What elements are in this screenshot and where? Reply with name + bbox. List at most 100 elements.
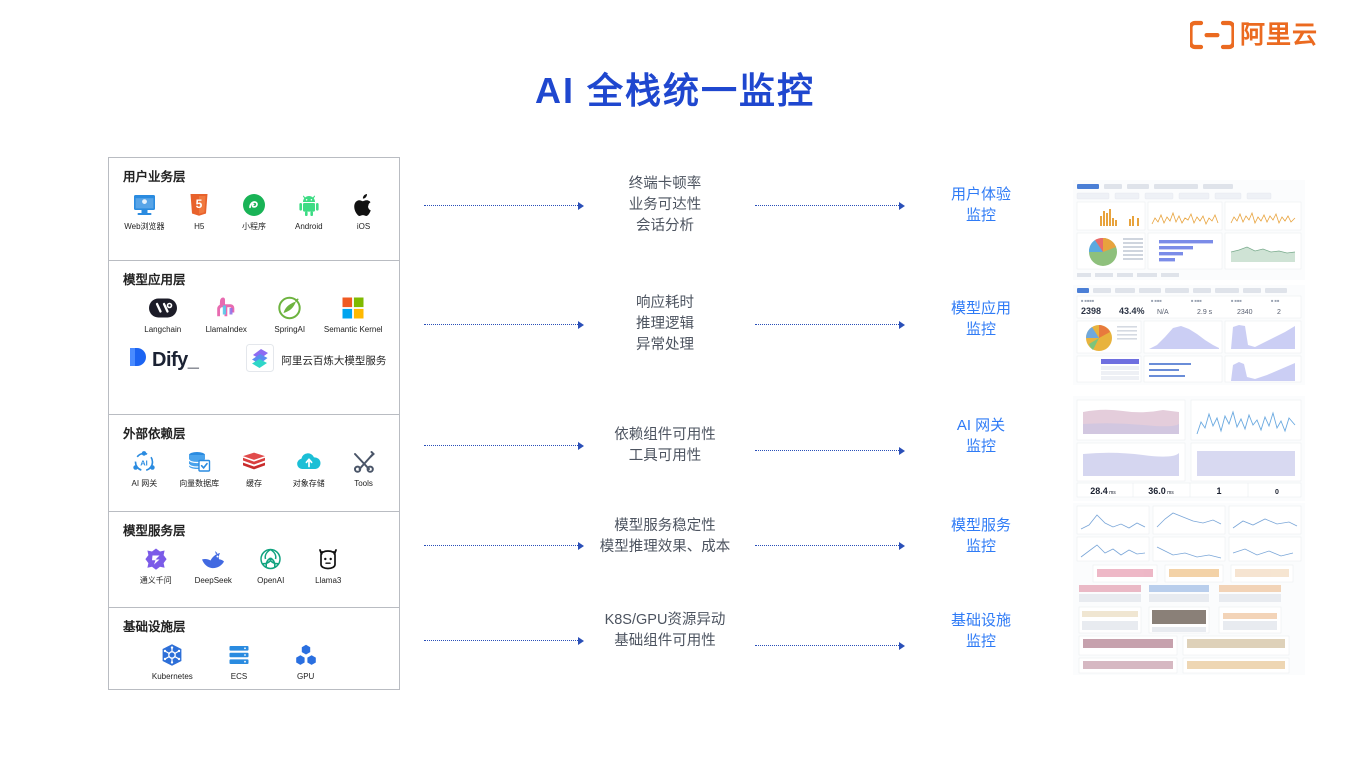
ai-gateway-icon: AI <box>131 448 157 476</box>
monitor-line: 模型服务 <box>950 517 1011 534</box>
arrow-head-icon <box>578 541 584 550</box>
dotted-line <box>424 640 578 641</box>
connector-left-row-4 <box>424 541 584 550</box>
dotted-line <box>424 545 578 546</box>
android-icon <box>298 191 320 219</box>
stack-item-label: 缓存 <box>245 479 262 488</box>
svg-text:■ ■■■: ■ ■■■ <box>1191 298 1202 303</box>
arrow-head-icon <box>899 541 905 550</box>
layer-title: 模型服务层 <box>123 523 186 538</box>
stack-item-llamaindex[interactable]: LlamaIndex <box>195 294 259 335</box>
stack-item-android[interactable]: Android <box>281 191 336 232</box>
stack-item-object-storage[interactable]: 对象存储 <box>281 448 336 489</box>
stack-item-dify[interactable]: Dify_ <box>127 344 199 377</box>
brand-logo-text: 阿里云 <box>1239 20 1318 49</box>
connector-left-row-5 <box>424 636 584 645</box>
layer-title: 模型应用层 <box>123 272 186 287</box>
stack-item-tongyi[interactable]: 通义千问 <box>127 545 185 586</box>
desc-line: 推理逻辑 <box>636 316 694 333</box>
kubernetes-icon <box>160 641 184 669</box>
stack-item-label: AI 网关 <box>131 479 158 488</box>
stack-item-deepseek[interactable]: DeepSeek <box>185 545 243 586</box>
llama-icon <box>316 545 340 573</box>
desc-line: 模型推理效果、成本 <box>599 539 731 556</box>
dashboard-thumbnail-infrastructure[interactable] <box>1073 583 1305 675</box>
svg-text:■ ■■■■: ■ ■■■■ <box>1081 298 1095 303</box>
connector-right-row-5 <box>755 641 905 650</box>
technology-stack-panel: 用户业务层 Web浏览器 <box>108 157 400 690</box>
monitor-line: 模型应用 <box>950 300 1011 317</box>
dashboard-thumbnail-user-experience[interactable] <box>1073 180 1305 280</box>
openai-icon <box>258 545 283 573</box>
desc-line: 工具可用性 <box>628 448 702 465</box>
svg-text:2398: 2398 <box>1081 306 1101 316</box>
stack-item-tools[interactable]: Tools <box>336 448 391 489</box>
stack-item-label: SpringAI <box>274 324 306 334</box>
dotted-line <box>424 445 578 446</box>
arrow-head-icon <box>899 641 905 650</box>
dotted-line <box>424 324 578 325</box>
stack-item-label: Tools <box>354 479 373 488</box>
description-infrastructure: K8S/GPU资源异动 基础组件可用性 <box>545 610 785 652</box>
arrow-head-icon <box>578 201 584 210</box>
stack-layer-model-service: 模型服务层 通义千问 <box>109 512 399 609</box>
stack-item-openai[interactable]: OpenAI <box>242 545 300 586</box>
spring-icon <box>277 294 302 322</box>
wechat-miniprogram-icon <box>242 191 266 219</box>
desc-line: 依赖组件可用性 <box>614 427 716 443</box>
layer-title: 用户业务层 <box>123 170 186 184</box>
stack-item-label: LlamaIndex <box>205 324 247 334</box>
stack-item-label: 通义千问 <box>139 575 172 585</box>
stack-item-llama3[interactable]: Llama3 <box>300 545 358 586</box>
dify-icon <box>127 344 149 377</box>
description-ai-gateway: 依赖组件可用性 工具可用性 <box>545 425 785 467</box>
stack-item-label: Web浏览器 <box>124 222 165 231</box>
stack-item-miniprogram[interactable]: 小程序 <box>227 191 282 232</box>
desc-line: 会话分析 <box>636 218 694 235</box>
monitor-line: AI 网关 <box>956 417 1006 434</box>
dotted-line <box>755 545 899 546</box>
layer-icon-row-secondary: Dify_ 阿里云百炼大模型服务 <box>109 334 399 377</box>
stack-item-web-browser[interactable]: Web浏览器 <box>117 191 172 232</box>
tools-icon <box>351 448 377 476</box>
stack-item-label: H5 <box>194 222 205 231</box>
stack-item-bailian[interactable]: 阿里云百炼大模型服务 <box>246 344 386 377</box>
svg-text:2.9 s: 2.9 s <box>1197 309 1213 316</box>
redis-cache-icon <box>241 448 267 476</box>
metric-value-3: 0 <box>1275 489 1279 496</box>
dify-label: Dify_ <box>152 349 199 372</box>
stack-item-gpu[interactable]: GPU <box>272 641 339 682</box>
stack-item-vector-db[interactable]: 向量数据库 <box>172 448 227 489</box>
connector-left-row-1 <box>424 201 584 210</box>
stack-item-label: GPU <box>297 672 315 682</box>
arrow-head-icon <box>899 201 905 210</box>
llamaindex-icon <box>213 294 239 322</box>
bailian-icon <box>246 344 275 377</box>
description-model-application: 响应耗时 推理逻辑 异常处理 <box>545 293 785 356</box>
stack-item-langchain[interactable]: Langchain <box>131 294 195 335</box>
dashboard-thumbnail-model-service[interactable] <box>1073 503 1305 585</box>
alibaba-cloud-mark-icon <box>1189 20 1234 50</box>
stack-item-semantic-kernel[interactable]: Semantic Kernel <box>322 294 386 335</box>
stack-item-ecs[interactable]: ECS <box>206 641 273 682</box>
stack-item-kubernetes[interactable]: Kubernetes <box>139 641 206 682</box>
monitor-line: 基础设施 <box>950 612 1011 629</box>
dotted-line <box>424 205 578 206</box>
stack-layer-user-business: 用户业务层 Web浏览器 <box>109 158 399 261</box>
stack-layer-model-application: 模型应用层 Langchain <box>109 261 399 415</box>
dashboard-thumbnail-ai-gateway[interactable]: 28.4 ms 36.0 ms 1 0 <box>1073 396 1305 501</box>
stack-item-ios[interactable]: iOS <box>336 191 391 232</box>
monitor-line: 监控 <box>965 538 996 556</box>
stack-item-cache[interactable]: 缓存 <box>227 448 282 489</box>
monitor-label-user-experience: 用户体验 监控 <box>906 184 1056 227</box>
desc-line: 异常处理 <box>636 337 694 354</box>
stack-item-springai[interactable]: SpringAI <box>258 294 322 335</box>
page-title: AI 全栈统一监控 <box>534 70 815 111</box>
stack-item-h5[interactable]: 5 H5 <box>172 191 227 232</box>
metric-value-1: 36.0 ms <box>1148 486 1174 496</box>
svg-text:43.4%: 43.4% <box>1119 306 1145 316</box>
svg-text:5: 5 <box>196 197 203 211</box>
stack-item-ai-gateway[interactable]: AI AI 网关 <box>117 448 172 489</box>
stack-item-label: OpenAI <box>257 575 285 585</box>
